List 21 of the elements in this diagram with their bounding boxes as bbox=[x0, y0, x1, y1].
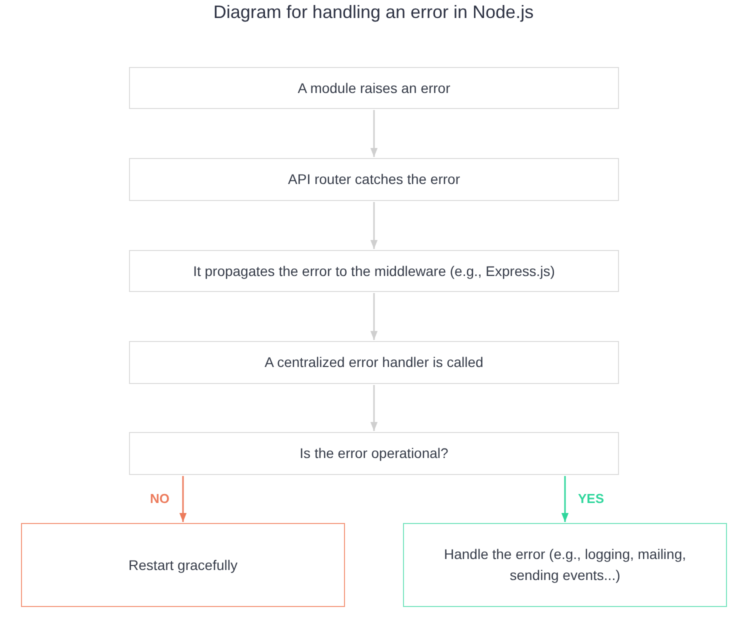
step-text: It propagates the error to the middleware (e.g., Express.js) bbox=[193, 262, 555, 281]
step-text: A module raises an error bbox=[298, 78, 450, 98]
process-box bbox=[129, 341, 619, 384]
process-box bbox=[129, 158, 619, 201]
arrow bbox=[370, 202, 378, 249]
arrow bbox=[561, 476, 569, 522]
step-text: Handle the error (e.g., logging, mailing, sending events...) bbox=[442, 545, 688, 585]
process-box bbox=[129, 432, 619, 475]
process-box bbox=[129, 67, 619, 109]
step-text: A centralized error handler is called bbox=[264, 353, 484, 372]
step-text: API router catches the error bbox=[288, 170, 460, 189]
step-text: Is the error operational? bbox=[300, 444, 448, 463]
arrow bbox=[370, 293, 378, 340]
arrow bbox=[370, 110, 378, 157]
step-text: Restart gracefully bbox=[128, 556, 238, 575]
arrow bbox=[370, 385, 378, 431]
process-box bbox=[129, 250, 619, 292]
arrow bbox=[179, 476, 187, 522]
process-box bbox=[21, 523, 345, 607]
diagram-title: Diagram for handling an error in Node.js bbox=[212, 1, 535, 24]
process-box bbox=[403, 523, 727, 607]
